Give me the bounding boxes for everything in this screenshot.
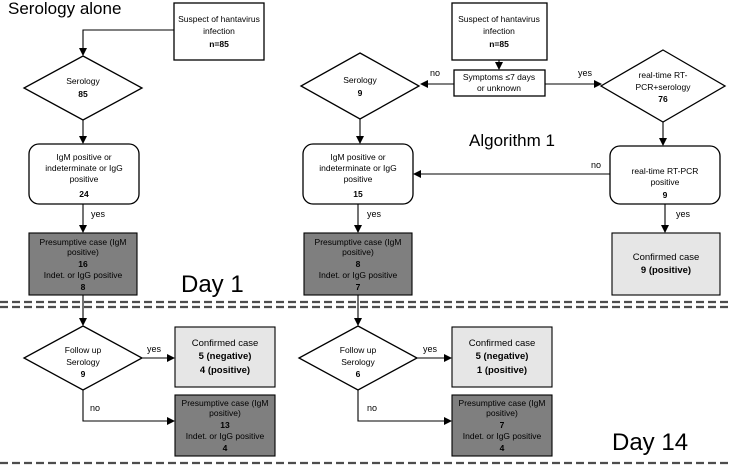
right-presumptive-line3: Indet. or IgG positive: [319, 270, 398, 280]
right-presumptive2-box: Presumptive case (IgM positive) 7 Indet.…: [451, 394, 553, 457]
right-rtpcr-serology-line1: real-time RT-: [639, 70, 688, 80]
right-rtpcr-serology-diamond: real-time RT- PCR+serology 76: [599, 49, 727, 123]
left-presumptive-n2: 8: [81, 282, 86, 292]
left-confirmed-label: Confirmed case: [192, 338, 259, 349]
algorithm1-title: Algorithm 1: [469, 131, 555, 150]
right-yes-3: yes: [676, 209, 691, 219]
right-presumptive-n2: 7: [356, 282, 361, 292]
left-presumptive-box: Presumptive case (IgM positive) 16 Indet…: [28, 232, 138, 296]
left-presumptive-line2: positive): [67, 247, 99, 257]
right-symptoms-line1: Symptoms ≤7 days: [463, 72, 535, 82]
right-yes-2: yes: [367, 209, 382, 219]
right-confirmed-top-label: Confirmed case: [633, 252, 700, 263]
right-presumptive2-n2: 4: [500, 443, 505, 453]
right-suspect-box: Suspect of hantavirus infection n=85: [451, 2, 548, 61]
right-confirmed-label: Confirmed case: [469, 338, 536, 349]
right-presumptive2-n1: 7: [500, 420, 505, 430]
left-confirmed-pos: 4 (positive): [200, 365, 250, 376]
right-rtpcr-serology-n: 76: [658, 94, 668, 104]
left-presumptive2-n1: 13: [220, 420, 230, 430]
left-followup-line1: Follow up: [65, 345, 102, 355]
right-suspect-n: n=85: [489, 39, 509, 49]
right-yes-4: yes: [423, 344, 438, 354]
left-yes-1: yes: [91, 209, 106, 219]
left-igm-line1: IgM positive or: [56, 152, 111, 162]
day14-label: Day 14: [612, 429, 688, 456]
left-suspect-line2: infection: [203, 26, 235, 36]
right-serology-label: Serology: [343, 75, 377, 85]
right-confirmed-pos: 1 (positive): [477, 365, 527, 376]
right-presumptive-n1: 8: [356, 259, 361, 269]
left-presumptive2-line2: positive): [209, 408, 241, 418]
right-igm-n: 15: [353, 189, 363, 199]
right-igm-line2: indeterminate or IgG: [319, 163, 396, 173]
left-suspect-box: Suspect of hantavirus infection n=85: [173, 2, 265, 61]
right-suspect-line1: Suspect of hantavirus: [458, 14, 540, 24]
left-igm-line2: indeterminate or IgG: [45, 163, 122, 173]
left-confirmed-neg: 5 (negative): [199, 351, 252, 362]
right-followup-diamond: Follow up Serology 6: [297, 325, 419, 391]
right-followup-line2: Serology: [341, 357, 375, 367]
right-confirmed-neg: 5 (negative): [476, 351, 529, 362]
right-followup-n: 6: [356, 369, 361, 379]
serology-alone-title: Serology alone: [8, 0, 121, 18]
right-confirmed-box: Confirmed case 5 (negative) 1 (positive): [451, 326, 553, 388]
left-serology-diamond: Serology 85: [22, 55, 144, 121]
left-igm-n: 24: [79, 189, 89, 199]
right-presumptive-line2: positive): [342, 247, 374, 257]
left-igm-line3: positive: [70, 174, 99, 184]
right-suspect-line2: infection: [483, 26, 515, 36]
right-presumptive2-line2: positive): [486, 408, 518, 418]
left-presumptive2-line3: Indet. or IgG positive: [186, 431, 265, 441]
right-presumptive-line1: Presumptive case (IgM: [315, 237, 402, 247]
right-igm-line3: positive: [344, 174, 373, 184]
right-no-2: no: [591, 160, 601, 170]
right-no-3: no: [367, 403, 377, 413]
left-presumptive2-n2: 4: [223, 443, 228, 453]
right-rtpcr-box: real-time RT-PCR positive 9: [609, 145, 721, 205]
right-confirmed-top-box: Confirmed case 9 (positive): [611, 232, 721, 296]
left-arrow-suspect-serology: [79, 29, 174, 56]
left-arrow-followup-presumptive2: [82, 390, 175, 425]
right-igm-box: IgM positive or indeterminate or IgG pos…: [302, 143, 414, 205]
left-presumptive-line1: Presumptive case (IgM: [40, 237, 127, 247]
right-symptoms-line2: or unknown: [477, 83, 521, 93]
left-serology-n: 85: [78, 89, 88, 99]
left-followup-n: 9: [81, 369, 86, 379]
day1-label: Day 1: [181, 271, 244, 298]
right-no-label: no: [430, 68, 440, 78]
left-suspect-n: n=85: [209, 39, 229, 49]
right-presumptive2-line3: Indet. or IgG positive: [463, 431, 542, 441]
right-confirmed-top-value: 9 (positive): [641, 265, 691, 276]
left-igm-box: IgM positive or indeterminate or IgG pos…: [28, 143, 140, 205]
left-presumptive2-box: Presumptive case (IgM positive) 13 Indet…: [174, 394, 276, 457]
left-confirmed-box: Confirmed case 5 (negative) 4 (positive): [174, 326, 276, 388]
right-presumptive-box: Presumptive case (IgM positive) 8 Indet.…: [303, 232, 413, 296]
left-presumptive-line3: Indet. or IgG positive: [44, 270, 123, 280]
right-arrow-followup-presumptive2: [357, 390, 452, 425]
left-presumptive2-line1: Presumptive case (IgM: [182, 398, 269, 408]
right-rtpcr-n: 9: [663, 190, 668, 200]
right-symptoms-box: Symptoms ≤7 days or unknown: [453, 69, 546, 97]
right-igm-line1: IgM positive or: [330, 152, 385, 162]
left-no: no: [90, 403, 100, 413]
left-followup-line2: Serology: [66, 357, 100, 367]
right-rtpcr-line2: positive: [651, 177, 680, 187]
right-rtpcr-line1: real-time RT-PCR: [632, 166, 699, 176]
left-presumptive-n1: 16: [78, 259, 88, 269]
left-followup-diamond: Follow up Serology 9: [22, 325, 144, 391]
right-yes-label: yes: [578, 68, 593, 78]
right-serology-n: 9: [358, 88, 363, 98]
right-serology-diamond: Serology 9: [299, 52, 421, 120]
right-rtpcr-serology-line2: PCR+serology: [635, 82, 691, 92]
left-yes-2: yes: [147, 344, 162, 354]
left-serology-label: Serology: [66, 76, 100, 86]
right-presumptive2-line1: Presumptive case (IgM: [459, 398, 546, 408]
right-followup-line1: Follow up: [340, 345, 377, 355]
left-suspect-line1: Suspect of hantavirus: [178, 14, 260, 24]
